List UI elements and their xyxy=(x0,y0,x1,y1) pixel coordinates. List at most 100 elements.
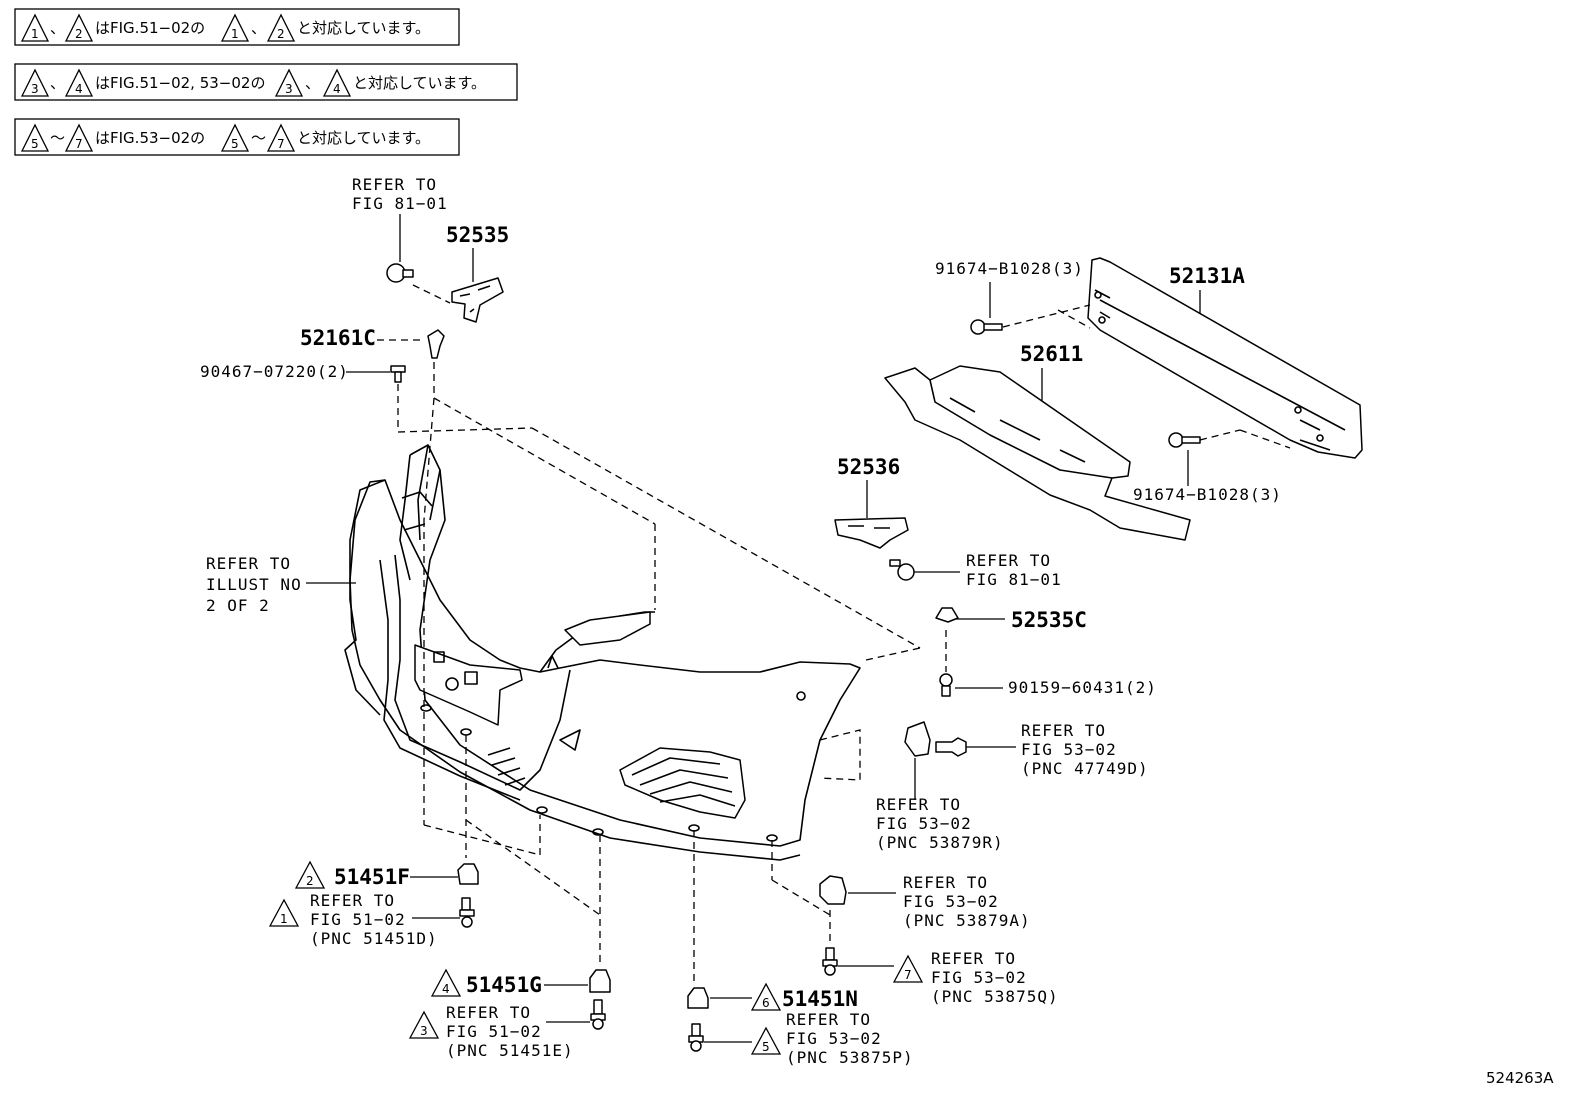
illustration-id: 524263A xyxy=(1486,1069,1554,1087)
marker-triangle-icon: 6 xyxy=(750,982,782,1011)
svg-text:4: 4 xyxy=(75,82,83,96)
clip-icon xyxy=(457,863,479,885)
svg-text:〜: 〜 xyxy=(251,129,266,147)
note-marker-icon: 5 xyxy=(20,123,50,152)
part-51451F: 51451F xyxy=(334,865,410,889)
note-3: 5 〜 7 はFIG.53−02の 5 〜 7 と対応しています。 xyxy=(14,118,460,156)
part-52535: 52535 xyxy=(446,223,509,247)
note-marker-icon: 7 xyxy=(266,123,296,152)
front-bumper-cover-icon xyxy=(344,444,861,861)
svg-text:、: 、 xyxy=(50,74,65,92)
bolt-icon xyxy=(939,673,953,697)
bracket-icon xyxy=(834,517,909,549)
screw-icon xyxy=(390,365,406,383)
svg-text:はFIG.53−02の: はFIG.53−02の xyxy=(95,129,205,147)
svg-text:〜: 〜 xyxy=(50,129,65,147)
svg-text:、: 、 xyxy=(251,19,266,37)
bolt-icon xyxy=(970,319,1003,335)
note-marker-icon: 4 xyxy=(64,68,94,97)
part-91674-b1028-bottom: 91674−B1028(3) xyxy=(1133,485,1282,504)
part-52131A: 52131A xyxy=(1169,264,1245,288)
bolt-icon xyxy=(459,897,475,928)
svg-text:7: 7 xyxy=(277,137,285,151)
marker-triangle-icon: 5 xyxy=(750,1026,782,1055)
svg-text:3: 3 xyxy=(31,82,39,96)
marker-triangle-icon: 7 xyxy=(892,954,924,983)
note-marker-icon: 1 xyxy=(220,13,250,42)
svg-text:、: 、 xyxy=(305,74,320,92)
svg-text:と対応しています。: と対応しています。 xyxy=(297,19,430,37)
note-marker-icon: 7 xyxy=(64,123,94,152)
svg-text:6: 6 xyxy=(762,996,770,1010)
svg-text:3: 3 xyxy=(420,1024,428,1038)
svg-text:1: 1 xyxy=(31,27,39,41)
svg-text:7: 7 xyxy=(75,137,83,151)
svg-text:3: 3 xyxy=(285,82,293,96)
part-90467-07220: 90467−07220(2) xyxy=(200,362,349,381)
bolt-icon xyxy=(590,999,606,1030)
marker-triangle-icon: 4 xyxy=(430,968,462,997)
note-marker-icon: 2 xyxy=(266,13,296,42)
marker-triangle-icon: 2 xyxy=(294,860,326,889)
bumper-reinforcement-icon xyxy=(1087,257,1363,459)
sensor-icon xyxy=(935,737,967,757)
svg-text:7: 7 xyxy=(904,968,912,982)
clip-icon xyxy=(427,329,445,359)
bolt-icon xyxy=(1168,432,1201,448)
bolt-icon xyxy=(386,263,414,283)
clip-icon xyxy=(687,987,709,1009)
note-marker-icon: 3 xyxy=(274,68,304,97)
note-2: 3 、 4 はFIG.51−02, 53−02の 3 、 4 と対応しています。 xyxy=(14,63,518,101)
svg-text:と対応しています。: と対応しています。 xyxy=(353,74,486,92)
bolt-icon xyxy=(822,947,838,976)
bolt-icon xyxy=(688,1023,704,1052)
part-51451G: 51451G xyxy=(466,973,542,997)
bracket-icon xyxy=(451,277,504,323)
sensor-bracket-icon xyxy=(904,721,931,757)
note-marker-icon: 1 xyxy=(20,13,50,42)
bracket-icon xyxy=(819,875,847,905)
part-52161C: 52161C xyxy=(300,326,376,350)
note-1: 1 、 2 はFIG.51−02の 1 、 2 と対応しています。 xyxy=(14,8,460,46)
svg-text:5: 5 xyxy=(231,137,239,151)
svg-text:1: 1 xyxy=(280,912,288,926)
svg-text:5: 5 xyxy=(762,1040,770,1054)
svg-text:2: 2 xyxy=(306,874,314,888)
marker-triangle-icon: 3 xyxy=(408,1010,440,1039)
part-52611: 52611 xyxy=(1020,342,1083,366)
part-52535C: 52535C xyxy=(1011,608,1087,632)
svg-text:と対応しています。: と対応しています。 xyxy=(297,129,430,147)
part-52536: 52536 xyxy=(837,455,900,479)
svg-text:2: 2 xyxy=(75,27,83,41)
svg-text:1: 1 xyxy=(231,27,239,41)
note-marker-icon: 3 xyxy=(20,68,50,97)
part-90159-60431: 90159−60431(2) xyxy=(1008,678,1157,697)
note-marker-icon: 2 xyxy=(64,13,94,42)
svg-text:5: 5 xyxy=(31,137,39,151)
svg-text:2: 2 xyxy=(277,27,285,41)
svg-text:はFIG.51−02, 53−02の: はFIG.51−02, 53−02の xyxy=(95,74,265,92)
clip-icon xyxy=(589,969,611,993)
svg-text:、: 、 xyxy=(50,19,65,37)
marker-triangle-icon: 1 xyxy=(268,898,300,927)
part-51451N: 51451N xyxy=(782,987,858,1011)
svg-text:4: 4 xyxy=(333,82,341,96)
part-91674-b1028-top: 91674−B1028(3) xyxy=(935,259,1084,278)
note-marker-icon: 5 xyxy=(220,123,250,152)
svg-text:はFIG.51−02の: はFIG.51−02の xyxy=(95,19,205,37)
svg-text:4: 4 xyxy=(442,982,450,996)
bolt-icon xyxy=(889,559,915,581)
energy-absorber-icon xyxy=(884,365,1191,541)
note-marker-icon: 4 xyxy=(322,68,352,97)
